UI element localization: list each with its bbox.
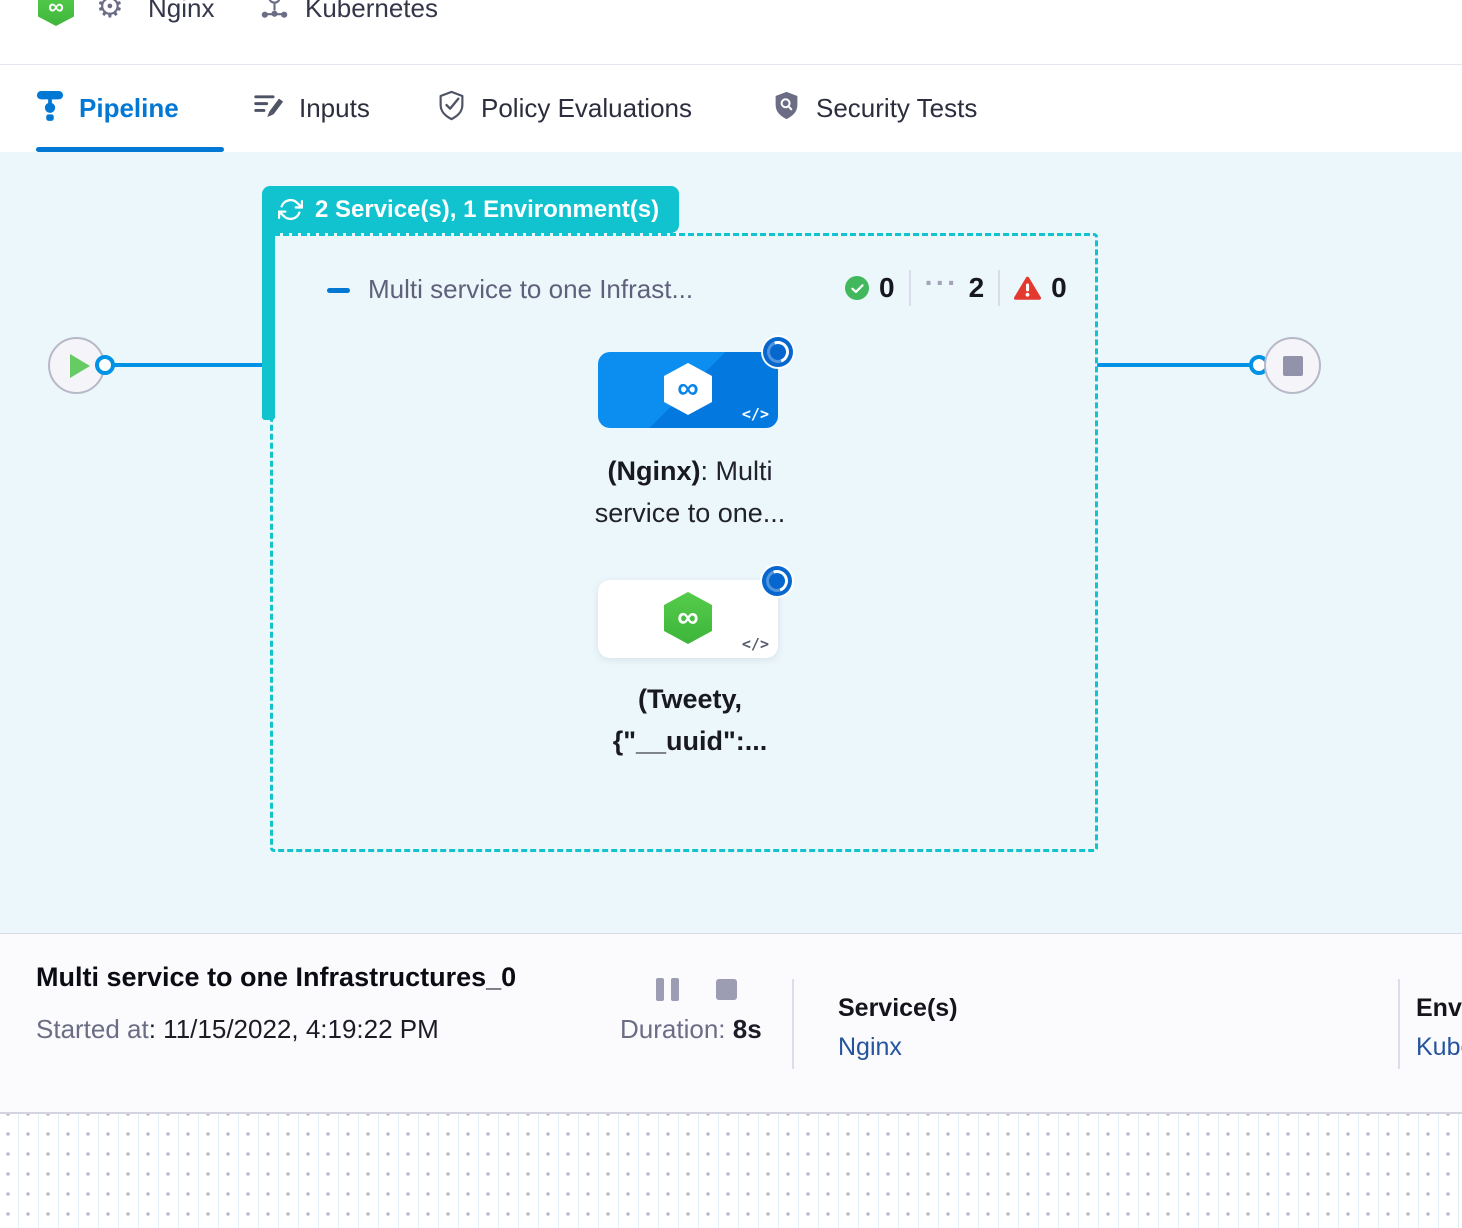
tab-security-tests-label: Security Tests xyxy=(816,93,978,123)
duration-value: 8s xyxy=(732,1014,762,1044)
loop-icon xyxy=(278,197,303,222)
service-node-tweety[interactable]: ∞ </> xyxy=(598,580,778,658)
harness-service-icon: ∞ xyxy=(664,362,712,415)
stage-services-badge[interactable]: 2 Service(s), 1 Environment(s) xyxy=(262,186,680,233)
services-label: Service(s) xyxy=(838,994,958,1022)
node-label-bold: (Tweety, {"__uuid":... xyxy=(612,684,768,756)
pipeline-canvas[interactable]: 2 Service(s), 1 Environment(s) Multi ser… xyxy=(0,152,1462,933)
tab-security-tests[interactable]: Security Tests xyxy=(772,65,977,152)
running-spinner-icon xyxy=(762,566,792,596)
success-count: 0 xyxy=(879,272,895,303)
success-check-icon xyxy=(845,276,869,300)
inputs-edit-icon xyxy=(253,90,284,127)
infrastructure-icon xyxy=(260,0,289,27)
tab-policy-evaluations-label: Policy Evaluations xyxy=(481,93,692,123)
header-service-name[interactable]: Nginx xyxy=(148,0,215,23)
failed-count: 0 xyxy=(1051,272,1067,303)
environments-column: Environment(s) Kubernetes xyxy=(1416,994,1462,1062)
tab-policy-evaluations[interactable]: Policy Evaluations xyxy=(437,65,692,152)
pipeline-end-node xyxy=(1264,337,1321,394)
gear-icon: ⚙ xyxy=(96,0,124,25)
duration-row: Duration: 8s xyxy=(620,1014,762,1045)
execution-tabbar: Pipeline Inputs xyxy=(0,65,1462,153)
tab-inputs[interactable]: Inputs xyxy=(253,65,370,152)
footer-divider xyxy=(1398,979,1400,1069)
divider xyxy=(908,270,911,306)
active-tab-underline xyxy=(36,147,224,152)
pause-execution-button[interactable] xyxy=(656,978,679,1001)
footer-divider xyxy=(792,979,794,1069)
header-environment-name[interactable]: Kubernetes xyxy=(305,0,438,23)
running-count: 2 xyxy=(968,272,985,303)
pipeline-start-node xyxy=(48,337,105,394)
running-dots-icon: ··· xyxy=(924,267,959,298)
warning-triangle-icon xyxy=(1014,276,1042,301)
node-label-rest: : Multi service to one... xyxy=(594,456,786,528)
harness-logo-icon: ∞ xyxy=(38,0,74,26)
stop-icon xyxy=(1282,355,1303,376)
environments-label: Environment(s) xyxy=(1416,994,1462,1022)
stage-badge-label: 2 Service(s), 1 Environment(s) xyxy=(315,195,660,223)
shield-search-icon xyxy=(772,90,801,128)
stage-status-cluster: 0 ··· 2 0 xyxy=(845,267,1067,306)
divider xyxy=(998,270,1001,306)
code-icon: </> xyxy=(741,405,769,423)
environments-value-link[interactable]: Kubernetes xyxy=(1416,1033,1462,1061)
play-icon xyxy=(69,353,90,378)
started-at-row: Started at: 11/15/2022, 4:19:22 PM xyxy=(36,1014,439,1045)
running-spinner-icon xyxy=(763,337,793,367)
console-grid-strip xyxy=(0,1112,1462,1228)
service-node-nginx-label: (Nginx): Multi service to one... xyxy=(578,450,802,534)
execution-summary-bar: Multi service to one Infrastructures_0 S… xyxy=(0,933,1462,1112)
tab-inputs-label: Inputs xyxy=(299,93,370,123)
started-at-label: Started at xyxy=(36,1014,149,1044)
execution-header: ∞ ⚙ Nginx Kubernetes xyxy=(0,0,1462,65)
pipeline-icon xyxy=(36,89,64,128)
collapse-stage-icon[interactable] xyxy=(327,288,350,293)
start-connector-dot xyxy=(95,355,115,375)
node-label-bold: (Nginx) xyxy=(607,456,701,486)
harness-service-icon: ∞ xyxy=(664,591,712,644)
stop-execution-button[interactable] xyxy=(716,979,737,1000)
tab-pipeline-label: Pipeline xyxy=(79,93,179,123)
stage-title: Multi service to one Infrast... xyxy=(368,274,694,304)
duration-label: Duration: xyxy=(620,1014,733,1044)
edge-start-to-stage xyxy=(100,363,265,367)
started-at-value: : 11/15/2022, 4:19:22 PM xyxy=(148,1014,439,1044)
code-icon: </> xyxy=(741,635,769,653)
stage-group-box[interactable] xyxy=(270,233,1098,852)
shield-check-icon xyxy=(437,90,466,128)
edge-stage-to-end xyxy=(1097,363,1259,367)
service-node-tweety-label: (Tweety, {"__uuid":... xyxy=(578,678,802,762)
service-node-nginx[interactable]: ∞ </> xyxy=(598,352,778,428)
services-column: Service(s) Nginx xyxy=(838,994,958,1062)
services-value-link[interactable]: Nginx xyxy=(838,1033,902,1061)
tab-pipeline[interactable]: Pipeline xyxy=(36,65,179,152)
execution-title: Multi service to one Infrastructures_0 xyxy=(36,962,517,992)
